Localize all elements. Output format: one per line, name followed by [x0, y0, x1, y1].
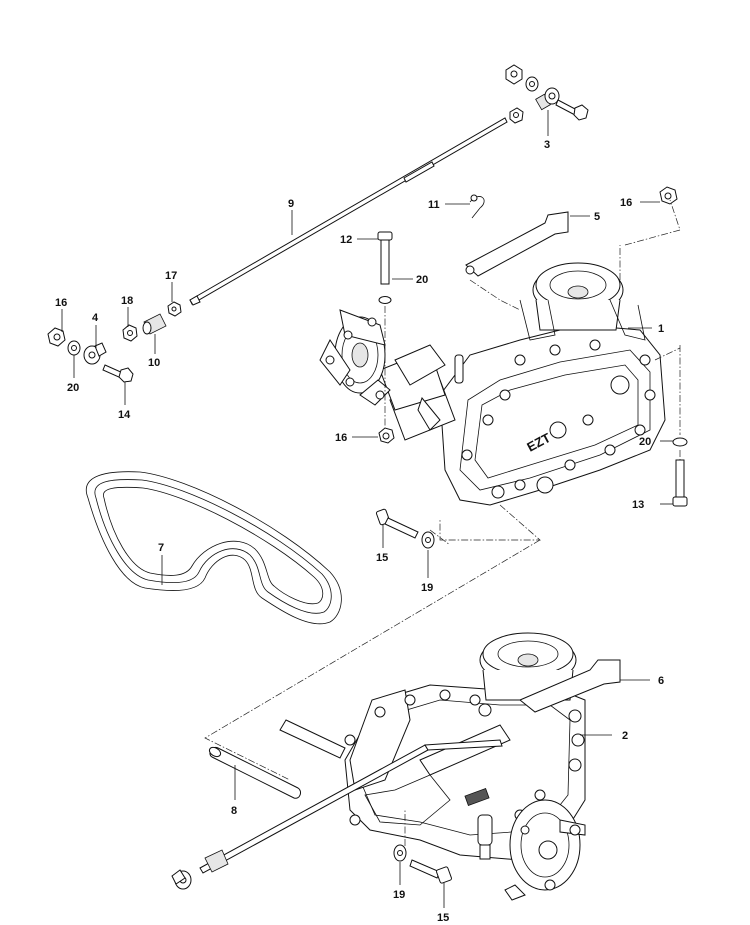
flange-nut: [659, 186, 678, 205]
callout-20a: 20: [416, 274, 428, 286]
callout-6: 6: [658, 675, 664, 687]
callout-labels: 1 2 3 4 5 6 7 8 9 10 11 12 13 14 15 15 1…: [55, 139, 664, 924]
hairpin-clip: [469, 194, 485, 219]
callout-15a: 15: [376, 552, 388, 564]
bracket: [465, 211, 569, 277]
leader-lines: [61, 110, 673, 908]
callout-20b: 20: [67, 382, 79, 394]
callout-3: 3: [544, 139, 550, 151]
bolt-upper: [377, 231, 393, 304]
callout-7: 7: [158, 542, 164, 554]
linkage-rod-lower: [171, 739, 503, 890]
flange-nut-lower: [378, 427, 395, 444]
bolt-right: [672, 437, 688, 507]
callout-13: 13: [632, 499, 644, 511]
callout-1: 1: [658, 323, 664, 335]
transaxle-bottom: [344, 632, 586, 901]
linkage-rod: [189, 117, 508, 306]
callout-2: 2: [622, 730, 628, 742]
callout-17: 17: [165, 270, 177, 282]
spacer-tube: [208, 719, 346, 799]
callout-12: 12: [340, 234, 352, 246]
rod-end-ball-joint: [505, 64, 589, 124]
callout-19a: 19: [421, 582, 433, 594]
callout-5: 5: [594, 211, 600, 223]
callout-10: 10: [148, 357, 160, 369]
alignment-lines: [204, 199, 681, 846]
rod-end-hardware-left: [47, 301, 182, 383]
callout-16b: 16: [620, 197, 632, 209]
bracket-lower: [519, 659, 621, 713]
callout-15b: 15: [437, 912, 449, 924]
transaxle-top: EZT: [319, 262, 666, 506]
drive-belt: [86, 471, 342, 625]
bolt-middle: [375, 508, 435, 549]
callout-18: 18: [121, 295, 133, 307]
callout-8: 8: [231, 805, 237, 817]
callout-16c: 16: [335, 432, 347, 444]
callout-20c: 20: [639, 436, 651, 448]
callout-11: 11: [428, 199, 440, 211]
callout-14: 14: [118, 409, 131, 421]
callout-9: 9: [288, 198, 294, 210]
callout-4: 4: [92, 312, 99, 324]
bolt-bottom: [393, 844, 452, 884]
callout-16a: 16: [55, 297, 67, 309]
callout-19b: 19: [393, 889, 405, 901]
